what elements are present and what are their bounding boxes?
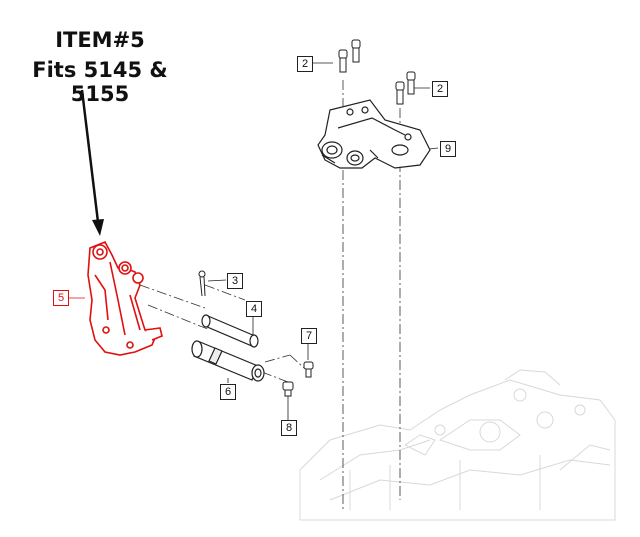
fitting-part-8 [282,381,294,397]
leader-lines [67,62,439,420]
callout-screw: 7 [301,328,317,344]
bracket-part-9 [317,99,431,169]
cylinder-part-6 [191,340,265,382]
pin-part-4 [201,314,259,348]
callout-pin: 4 [246,301,262,317]
lever-part-5 [87,240,163,356]
heading-fits: Fits 5145 & 5155 [32,58,168,106]
heading-item: ITEM#5 [55,28,145,52]
alignment-lines [139,80,401,510]
transmission-housing-ghost [299,369,616,521]
pointer-arrow [80,89,104,236]
cotter-pin-part-3 [198,270,206,297]
callout-bolt-left: 2 [297,56,313,72]
callout-fitting: 8 [281,420,297,436]
bolt-pair-top [338,39,416,105]
screw-part-7 [303,361,314,378]
callout-cylinder: 6 [220,384,236,400]
callout-bolt-right: 2 [432,81,448,97]
callout-lever: 5 [53,290,69,306]
callout-cotter-pin: 3 [227,273,243,289]
callout-bracket: 9 [440,141,456,157]
